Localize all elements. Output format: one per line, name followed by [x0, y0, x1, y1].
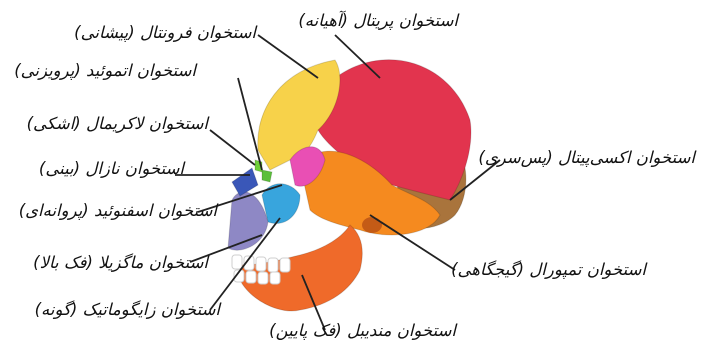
nasal-bone	[232, 168, 258, 196]
lacrimal-label: استخوان لاکریمال (اشکی)	[27, 116, 208, 133]
occipital-label: استخوان اکسی‌پیتال (پس‌سری)	[478, 150, 695, 167]
ethmoid-label: استخوان اتموئید (پرویزنی)	[14, 63, 196, 80]
parietal-label: استخوان پریتال (آهیانه)	[298, 13, 458, 30]
frontal-label: استخوان فرونتال (پیشانی)	[74, 25, 256, 42]
maxilla-label: استخوان ماگزیلا (فک بالا)	[33, 255, 208, 272]
ethmoid-bone	[262, 170, 272, 182]
ear-canal	[362, 217, 382, 233]
nasal-label: استخوان نازال (بینی)	[39, 161, 184, 178]
sphenoid-label: استخوان اسفنوئید (پروانه‌ای)	[19, 203, 217, 220]
zygomatic-label: استخوان زایگوماتیک (گونه)	[35, 302, 220, 319]
temporal-label: استخوان تمپورال (گیجگاهی)	[451, 262, 646, 279]
mandible-label: استخوان مندیبل (فک پایین)	[269, 323, 456, 340]
